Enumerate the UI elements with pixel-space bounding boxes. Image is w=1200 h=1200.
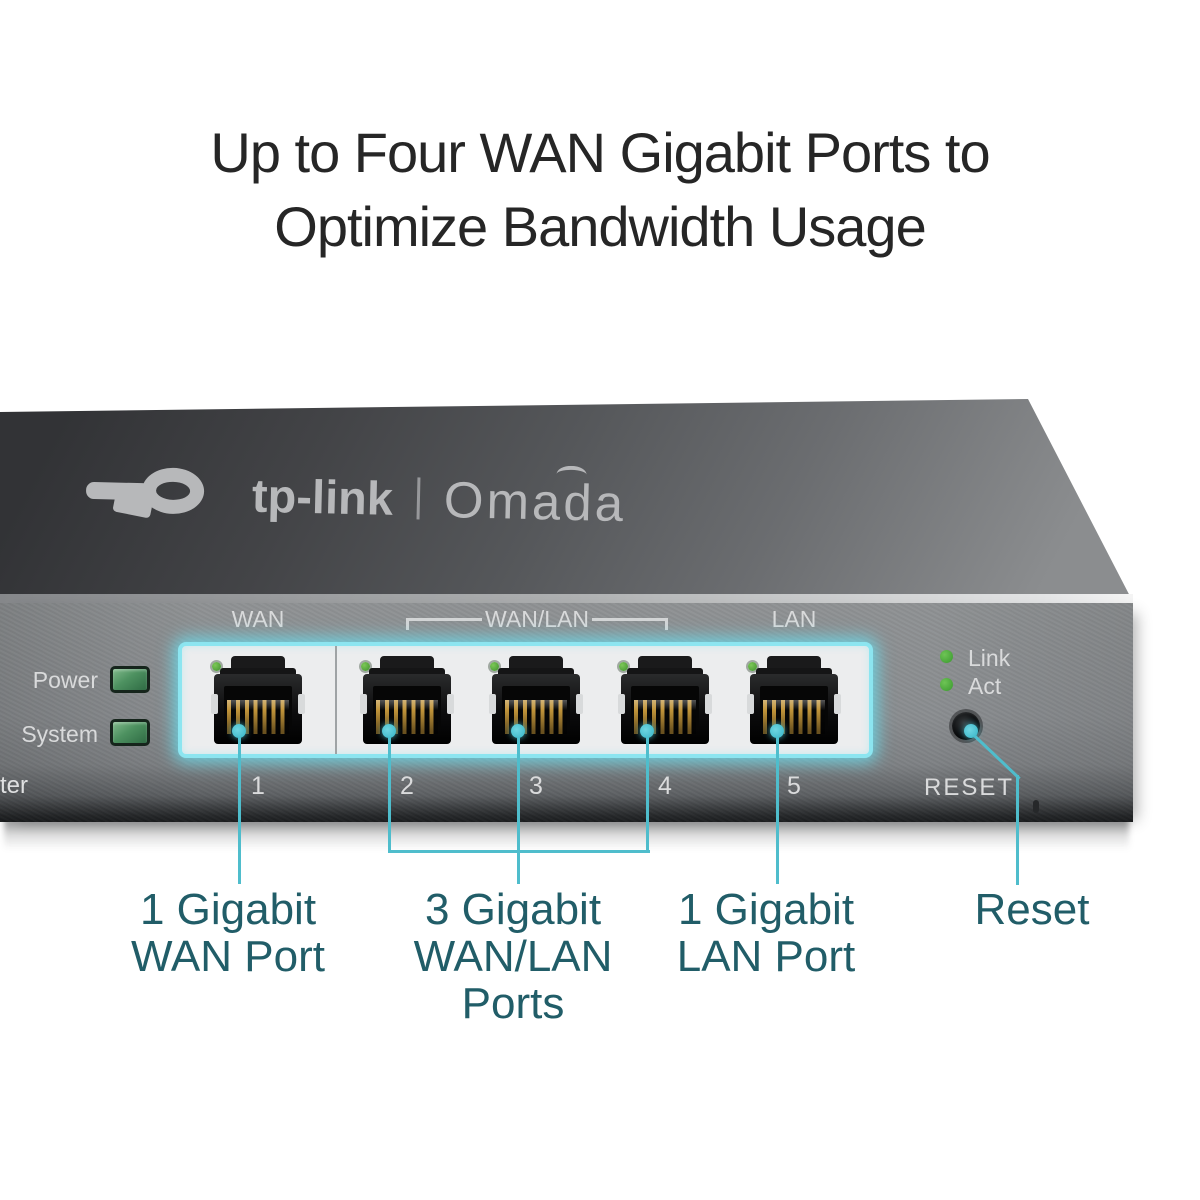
port-number-1: 1 — [251, 772, 265, 800]
callout-line-port2 — [388, 737, 391, 853]
rj45-port-3-wan-lan — [489, 656, 583, 744]
callout-label-wan-port: 1 Gigabit WAN Port — [131, 885, 325, 981]
brand-name: tp-link — [251, 468, 394, 525]
port-4-led — [619, 662, 628, 671]
callout-dot-port5 — [770, 724, 784, 738]
title-line-1: Up to Four WAN Gigabit Ports to — [210, 121, 990, 184]
reset-silkscreen-label: RESET — [923, 774, 1014, 801]
sub-brand-name: Omada — [443, 465, 627, 533]
port-2-led — [361, 662, 370, 671]
callout-line-port1 — [238, 737, 241, 884]
chassis-drop-shadow — [4, 818, 1129, 850]
callout-dot-port4 — [640, 724, 654, 738]
ports-panel-divider — [335, 646, 337, 754]
rj45-port-2-wan-lan — [360, 656, 454, 744]
port-3-led — [490, 662, 499, 671]
act-led — [940, 678, 953, 691]
port-1-led — [212, 662, 221, 671]
wan-lan-bracket-left — [406, 618, 482, 621]
callout-dot-port3 — [511, 724, 525, 738]
rj45-port-5-lan — [747, 656, 841, 744]
logo-divider — [416, 477, 421, 520]
port-number-4: 4 — [658, 772, 672, 800]
omada-arc-icon — [556, 465, 587, 483]
chassis-screw-hole — [1033, 800, 1039, 813]
callout-label-lan-port: 1 Gigabit LAN Port — [676, 885, 856, 981]
port-5-led — [748, 662, 757, 671]
brand-logo: tp-link Omada — [85, 464, 627, 533]
rj45-port-1-wan — [211, 656, 305, 744]
rj45-port-4-wan-lan — [618, 656, 712, 744]
callout-connector-ports-2-4 — [388, 850, 650, 853]
router-top-face: tp-link Omada — [0, 399, 1133, 602]
callout-line-port3 — [517, 737, 520, 884]
lan-group-label: LAN — [771, 606, 817, 632]
callout-label-wan-lan-ports: 3 Gigabit WAN/LAN Ports — [413, 885, 613, 1028]
act-label: Act — [968, 673, 1002, 699]
tp-link-logo-icon — [85, 465, 218, 520]
system-led — [110, 719, 150, 746]
callout-line-reset-vertical — [1016, 775, 1019, 885]
callout-line-port4 — [646, 737, 649, 853]
link-led — [940, 650, 953, 663]
power-label: Power — [32, 667, 98, 693]
page-title: Up to Four WAN Gigabit Ports to Optimize… — [0, 116, 1200, 264]
partial-silkscreen-text: ter — [0, 772, 29, 799]
port-number-2: 2 — [400, 772, 414, 800]
callout-label-reset: Reset — [974, 885, 1090, 934]
chassis-bevel-edge — [0, 594, 1133, 603]
system-label: System — [21, 721, 98, 747]
wan-lan-group-label: WAN/LAN — [485, 606, 589, 632]
wan-lan-bracket-tick-left — [406, 618, 409, 630]
callout-dot-port2 — [382, 724, 396, 738]
callout-dot-reset — [964, 724, 978, 738]
wan-group-label: WAN — [231, 606, 285, 632]
wan-lan-bracket-tick-right — [665, 618, 668, 630]
link-label: Link — [968, 645, 1011, 671]
title-line-2: Optimize Bandwidth Usage — [274, 195, 926, 258]
callout-dot-port1 — [232, 724, 246, 738]
port-number-5: 5 — [787, 772, 801, 800]
power-led — [110, 666, 150, 693]
port-number-3: 3 — [529, 772, 543, 800]
callout-line-port5 — [776, 737, 779, 884]
wan-lan-bracket-right — [592, 618, 668, 621]
